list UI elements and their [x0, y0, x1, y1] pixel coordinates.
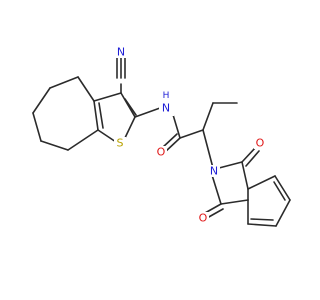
atom-amide-o: O: [155, 146, 167, 159]
atom-cyano-n: N: [115, 46, 127, 59]
bond-S-C7a: [97, 129, 117, 143]
atom-imide-o-top: O: [254, 137, 266, 150]
svg-text:O: O: [256, 137, 265, 150]
atom-thiophene-s: S: [114, 137, 126, 150]
atom-imide-o-bottom: O: [197, 212, 209, 225]
svg-text:O: O: [199, 212, 208, 225]
bond-C3a-C4: [77, 76, 95, 102]
atom-imide-n: N: [208, 165, 220, 178]
molecule-structure: N H N S O N O O: [32, 46, 291, 227]
bond-C5-C6: [32, 87, 51, 114]
benzene-bond-2: [247, 175, 276, 190]
bond-Nimide-C3: [211, 174, 222, 205]
bond-C4-C5: [49, 76, 79, 89]
bond-C3-O: [204, 203, 222, 214]
svg-text:N: N: [162, 102, 170, 115]
svg-text:N: N: [117, 46, 125, 59]
bond-C1-O: [241, 146, 257, 163]
bond-Calpha-Nimide: [202, 129, 214, 169]
bond-C3-C2: [120, 92, 136, 118]
bond-Calpha-CH2: [202, 102, 214, 131]
svg-text:S: S: [117, 137, 124, 150]
bond-Camide-Calpha: [179, 129, 204, 139]
bond-C2-S: [123, 116, 136, 141]
bond-C7a-C3a: [93, 100, 99, 131]
bond-Camide-O-double: [161, 133, 178, 149]
bond-Camide-O: [164, 137, 181, 153]
benzene-bond-5-inner: [250, 218, 274, 221]
cyano-triple-bond: [116, 57, 126, 79]
bond-C1-C7a-benz: [241, 161, 249, 190]
bond-Nimide-C1: [218, 161, 243, 169]
bond-C3-C2-inner: [124, 98, 137, 116]
bond-C7-C8: [40, 140, 69, 151]
svg-text:N: N: [210, 165, 218, 178]
bond-C6-C7: [32, 112, 42, 142]
bond-C2-NH: [134, 107, 161, 118]
svg-text:H: H: [163, 91, 170, 101]
bond-C1-O-double: [245, 150, 260, 167]
bond-C3-C3a-benz: [220, 199, 249, 205]
benzene-bond-3: [274, 175, 291, 201]
bond-C7a-C3a-inner: [98, 102, 104, 129]
bond-C3a-C3: [93, 92, 122, 102]
molecule-canvas: N H N S O N O O: [32, 45, 291, 227]
benzene-bond-5: [247, 223, 277, 227]
svg-text:O: O: [157, 146, 166, 159]
bond-C8-C7a: [67, 129, 99, 151]
benzene-bond-4: [275, 199, 291, 227]
benzene-bond-3-inner: [273, 181, 286, 201]
bond-C3-O-double: [206, 208, 224, 219]
atom-amide-nh: H N: [159, 91, 174, 116]
